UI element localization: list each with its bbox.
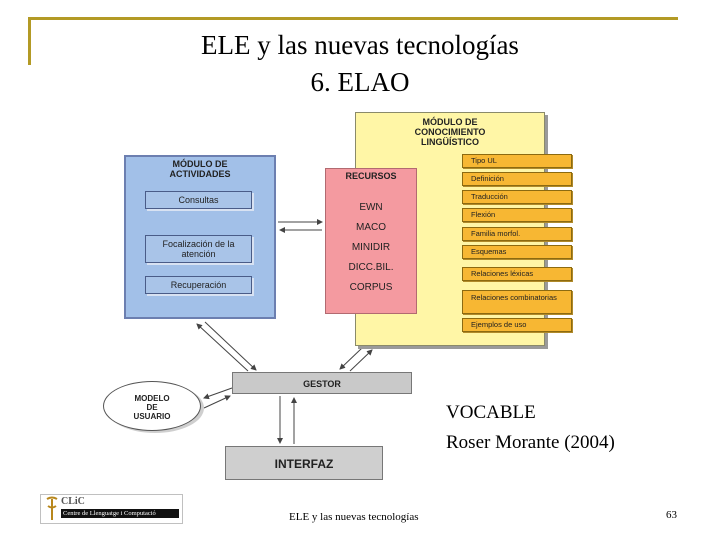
- knowledge-module-title: MÓDULO DE CONOCIMIENTO LINGÜÍSTICO: [356, 117, 544, 147]
- frame-left-rule: [28, 17, 31, 65]
- interfaz-box: INTERFAZ: [225, 446, 383, 480]
- slide-title: ELE y las nuevas tecnologías: [201, 30, 519, 60]
- arrow-gestor-act: [196, 323, 249, 372]
- resource-item: MINIDIR: [351, 242, 391, 253]
- knowledge-title-line1: MÓDULO DE: [422, 117, 478, 127]
- resource-item: DICC.BIL.: [348, 262, 394, 273]
- knowledge-item: Familia morfol.: [462, 227, 572, 241]
- activity-item: Focalización de la atención: [145, 235, 252, 263]
- arrow-con-gestor: [339, 347, 363, 370]
- activities-title-line2: ACTIVIDADES: [169, 169, 231, 179]
- resource-item: EWN: [359, 202, 383, 213]
- knowledge-item: Ejemplos de uso: [462, 318, 572, 332]
- activities-title-line1: MÓDULO DE: [172, 159, 228, 169]
- activities-module-title: MÓDULO DE ACTIVIDADES: [126, 159, 274, 179]
- clic-logo: CLiC Centre de Llenguatge i Computació: [40, 494, 183, 524]
- frame-top-rule: [28, 17, 678, 20]
- reference-author: Roser Morante (2004): [446, 432, 615, 453]
- knowledge-title-line2: CONOCIMIENTO: [414, 127, 486, 137]
- user-model-line3: USUARIO: [133, 412, 171, 421]
- knowledge-item: Traducción: [462, 190, 572, 204]
- arrow-act-gestor: [204, 321, 257, 371]
- reference-title: VOCABLE: [446, 402, 536, 423]
- knowledge-item: Relaciones léxicas: [462, 267, 572, 281]
- knowledge-item: Flexión: [462, 208, 572, 222]
- resources-module-title: RECURSOS: [345, 171, 397, 181]
- knowledge-item: Relaciones combinatorias: [462, 290, 572, 314]
- arrow-gestor-model: [203, 387, 233, 400]
- knowledge-item: Definición: [462, 172, 572, 186]
- activity-item: Consultas: [145, 191, 252, 209]
- gestor-box: GESTOR: [232, 372, 412, 394]
- arrow-gestor-con: [349, 349, 373, 372]
- activity-item: Recuperación: [145, 276, 252, 294]
- resource-item: CORPUS: [349, 282, 393, 293]
- logo-subtitle: Centre de Llenguatge i Computació: [61, 509, 179, 518]
- footer-text: ELE y las nuevas tecnologías: [289, 511, 419, 523]
- user-model-line1: MODELO: [134, 394, 170, 403]
- knowledge-title-line3: LINGÜÍSTICO: [421, 137, 479, 147]
- resource-item: MACO: [356, 222, 386, 233]
- page-number: 63: [666, 509, 677, 521]
- logo-name: CLiC: [61, 496, 85, 507]
- arrow-model-gestor: [203, 395, 231, 409]
- user-model-line2: DE: [146, 403, 158, 412]
- slide-subtitle: 6. ELAO: [310, 67, 410, 97]
- user-model-ellipse: MODELO DE USUARIO: [103, 381, 201, 431]
- resources-module: RECURSOS: [325, 168, 417, 314]
- logo-emblem-icon: [46, 496, 58, 520]
- knowledge-item: Tipo UL: [462, 154, 572, 168]
- knowledge-item: Esquemas: [462, 245, 572, 259]
